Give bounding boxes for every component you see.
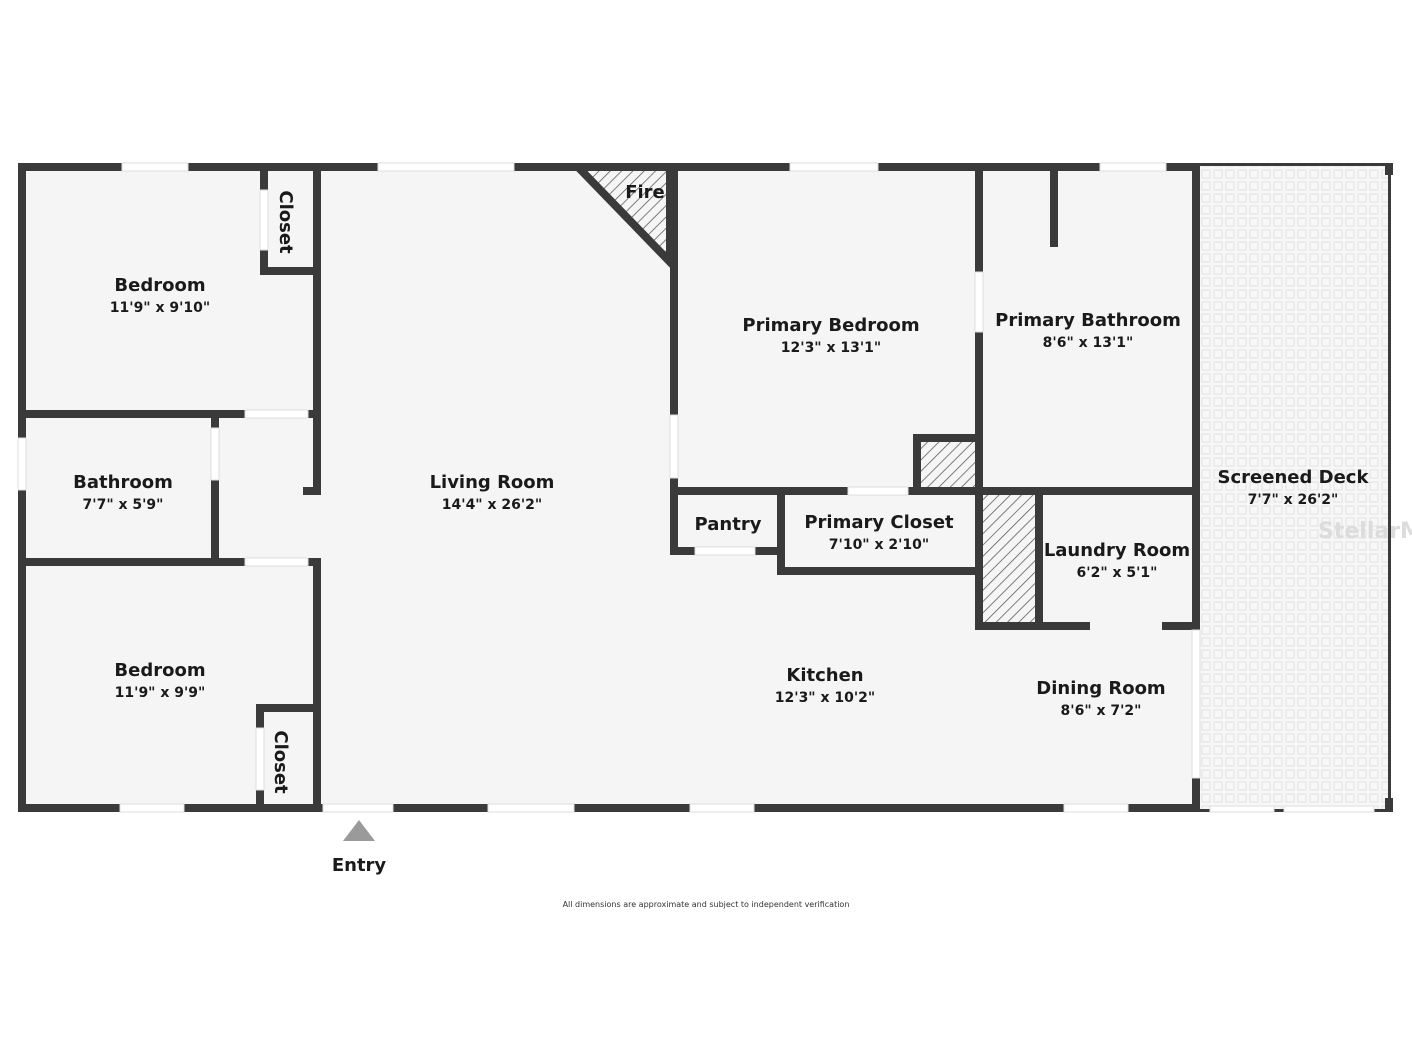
- door: [974, 271, 984, 333]
- window: [1283, 805, 1375, 813]
- room-name: Screened Deck: [1218, 467, 1370, 488]
- window: [1209, 805, 1275, 813]
- window: [121, 162, 189, 172]
- wall: [975, 163, 983, 630]
- room-dims: 11'9" x 9'10": [110, 300, 210, 316]
- wall: [313, 163, 321, 495]
- door: [259, 189, 269, 251]
- closet-label: Closet: [270, 730, 291, 794]
- wall: [1192, 163, 1200, 630]
- watermark: StellarMLS: [1318, 519, 1412, 544]
- chase: [921, 442, 975, 487]
- footnote: All dimensions are approximate and subje…: [563, 900, 850, 909]
- room-dims: 11'9" x 9'9": [115, 685, 206, 701]
- entry-door: [322, 803, 394, 813]
- room-dims: 8'6" x 7'2": [1061, 703, 1142, 719]
- fireplace: [568, 163, 674, 272]
- wall: [1192, 778, 1200, 812]
- wall: [303, 487, 321, 495]
- wall: [211, 418, 219, 562]
- openings: [17, 162, 1375, 813]
- room-name: Bedroom: [114, 275, 205, 296]
- room-name: Bedroom: [114, 660, 205, 681]
- wall: [1385, 798, 1393, 812]
- room-dims: 6'2" x 5'1": [1077, 565, 1158, 581]
- fire-label: Fire: [625, 182, 665, 203]
- entry-label: Entry: [332, 855, 387, 876]
- room-dims: 7'10" x 2'10": [829, 537, 929, 553]
- wall: [777, 487, 785, 575]
- wall: [777, 567, 983, 575]
- wall: [18, 804, 1200, 812]
- room-name: Bathroom: [73, 472, 173, 493]
- wall: [18, 558, 321, 566]
- window: [1063, 803, 1129, 813]
- room-dims: 14'4" x 26'2": [442, 497, 542, 513]
- window: [377, 162, 515, 172]
- door: [669, 414, 679, 479]
- wall: [913, 434, 983, 442]
- door: [847, 486, 909, 496]
- wall: [260, 267, 320, 275]
- wall: [18, 410, 321, 418]
- room-name: Primary Bathroom: [995, 310, 1181, 331]
- wall: [1035, 495, 1043, 630]
- window: [689, 803, 755, 813]
- wall: [975, 622, 1090, 630]
- door: [1191, 629, 1201, 779]
- room-dims: 8'6" x 13'1": [1043, 335, 1134, 351]
- window: [119, 803, 185, 813]
- window: [789, 162, 879, 172]
- room-name: Laundry Room: [1044, 540, 1190, 561]
- wall: [256, 704, 321, 712]
- wall: [1385, 163, 1393, 175]
- pantry-label: Pantry: [695, 514, 762, 535]
- door: [210, 427, 220, 481]
- wall: [1388, 175, 1391, 800]
- wall: [313, 558, 321, 812]
- wall: [670, 487, 1200, 495]
- room-dims: 7'7" x 26'2": [1248, 492, 1339, 508]
- door: [255, 727, 265, 791]
- deck-floor: [1200, 165, 1389, 810]
- room-name: Primary Closet: [804, 512, 954, 533]
- wall: [1200, 163, 1393, 166]
- door: [244, 409, 309, 419]
- window: [1099, 162, 1167, 172]
- door: [244, 557, 309, 567]
- room-dims: 12'3" x 13'1": [781, 340, 881, 356]
- wall: [913, 434, 921, 495]
- triangle-up-icon: [343, 820, 375, 841]
- chase: [983, 495, 1035, 622]
- wall: [670, 163, 678, 555]
- wall: [1050, 171, 1058, 247]
- closet-label: Closet: [275, 190, 296, 254]
- room-dims: 12'3" x 10'2": [775, 690, 875, 706]
- room-name: Primary Bedroom: [742, 315, 919, 336]
- room-name: Living Room: [430, 472, 555, 493]
- room-name: Kitchen: [786, 665, 863, 686]
- wall: [1162, 622, 1200, 630]
- room-dims: 7'7" x 5'9": [83, 497, 164, 513]
- window: [487, 803, 575, 813]
- room-name: Dining Room: [1036, 678, 1165, 699]
- door: [694, 546, 756, 556]
- window: [17, 437, 27, 491]
